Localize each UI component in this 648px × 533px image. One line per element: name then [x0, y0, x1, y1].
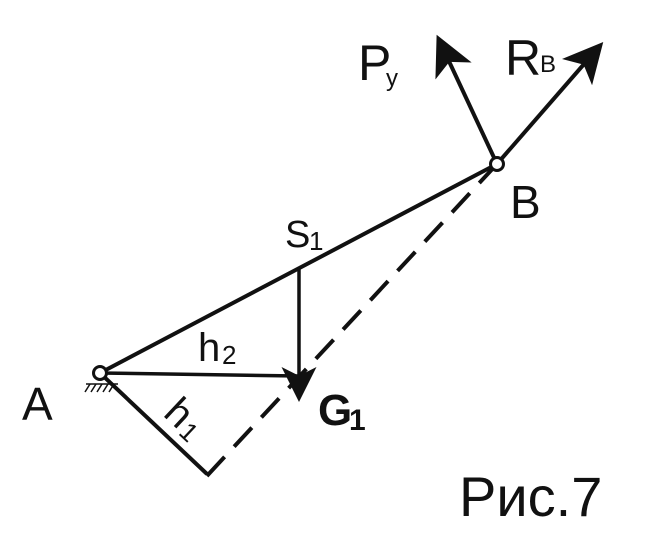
- g1-label: G 1: [318, 386, 366, 437]
- svg-text:2: 2: [222, 340, 236, 370]
- svg-text:h: h: [198, 326, 220, 370]
- pin-support-hatch: [84, 383, 118, 393]
- h1-label: h 1: [156, 389, 205, 447]
- s1-label: S 1: [285, 214, 323, 256]
- hinge-a: [92, 365, 108, 381]
- point-b-label: B: [510, 176, 541, 228]
- svg-text:G: G: [318, 386, 352, 435]
- svg-text:B: B: [540, 51, 556, 78]
- svg-text:y: y: [386, 65, 398, 92]
- py-force-vector: [435, 34, 499, 165]
- svg-text:1: 1: [349, 404, 366, 437]
- svg-text:1: 1: [309, 226, 323, 256]
- svg-text:R: R: [505, 30, 541, 86]
- figure-caption: Рис.7: [459, 465, 602, 528]
- hinge-b: [489, 156, 505, 172]
- h2-label: h 2: [198, 326, 236, 370]
- py-label: P y: [358, 35, 398, 92]
- h2-arm-line: [99, 371, 300, 378]
- rb-force-vector: [495, 41, 604, 166]
- h1-arm-line: [98, 371, 209, 476]
- svg-text:S: S: [285, 214, 310, 256]
- rb-label: R B: [505, 30, 556, 86]
- svg-text:P: P: [358, 35, 391, 91]
- point-a-label: A: [22, 378, 53, 430]
- dashed-action-line: [203, 162, 499, 480]
